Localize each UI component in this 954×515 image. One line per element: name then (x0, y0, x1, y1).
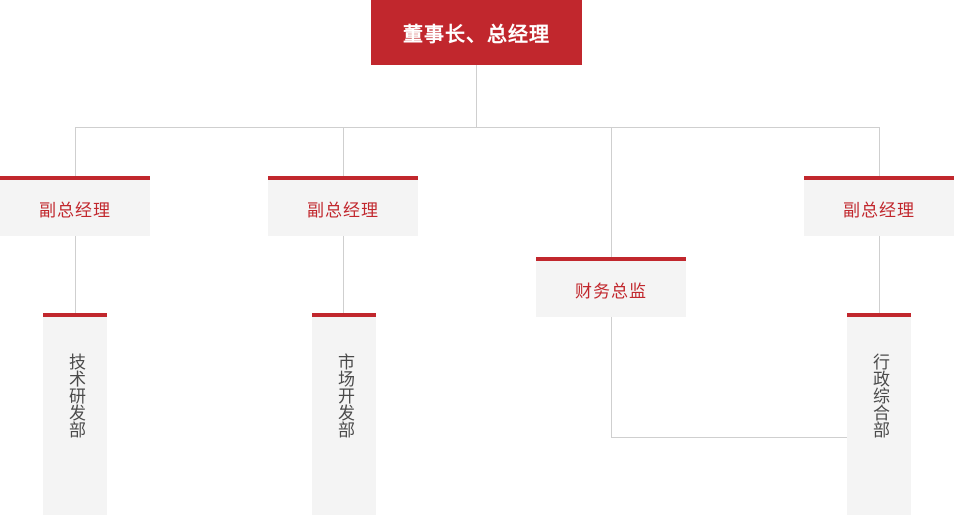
connector-finance-director-to-admin-dept (611, 437, 879, 438)
node-vice-general-manager-2[interactable]: 副总经理 (268, 176, 418, 236)
connector-vice-gm-3-to-admin-dept (879, 236, 880, 313)
connector-drop-vice-gm-2 (343, 127, 344, 176)
connector-drop-finance-director (611, 127, 612, 257)
connector-chairman-stem (476, 65, 477, 127)
node-finance-director[interactable]: 财务总监 (536, 257, 686, 317)
connector-drop-vice-gm-1 (75, 127, 76, 176)
node-department-admin[interactable]: 行政综合部 (847, 313, 911, 515)
department-admin-label: 行政综合部 (870, 353, 889, 438)
node-department-market[interactable]: 市场开发部 (312, 313, 376, 515)
node-department-rnd[interactable]: 技术研发部 (43, 313, 107, 515)
connector-drop-vice-gm-3 (879, 127, 880, 176)
connector-finance-director-stem-down (611, 317, 612, 437)
connector-vice-gm-2-to-market-dept (343, 236, 344, 313)
node-vice-general-manager-1[interactable]: 副总经理 (0, 176, 150, 236)
node-vice-general-manager-3[interactable]: 副总经理 (804, 176, 954, 236)
department-market-label: 市场开发部 (335, 353, 354, 438)
department-rnd-label: 技术研发部 (66, 353, 85, 438)
connector-bus-horizontal (75, 127, 879, 128)
connector-vice-gm-1-to-rnd-dept (75, 236, 76, 313)
node-chairman-general-manager[interactable]: 董事长、总经理 (371, 0, 582, 65)
